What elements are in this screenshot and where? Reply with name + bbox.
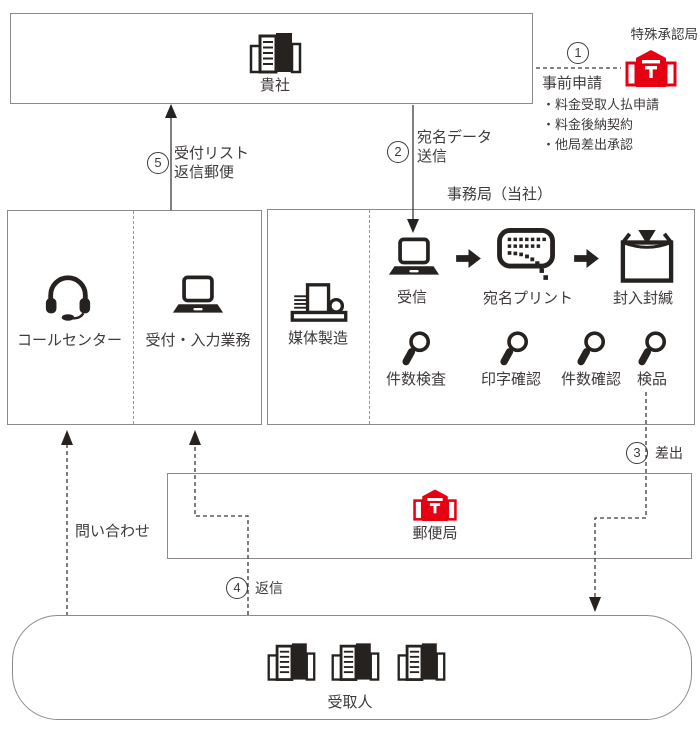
step-5-badge: 5: [147, 152, 169, 174]
post-office-icon: [624, 47, 678, 87]
company-label: 貴社: [259, 77, 290, 94]
reception-label: 受付・入力業務: [145, 332, 251, 349]
bureau-label: 特殊承認局: [630, 27, 699, 42]
flow-arrow-icon: [574, 249, 599, 268]
sealing-label: 封入封緘: [613, 290, 674, 307]
address-print-label: 宛名プリント: [483, 290, 574, 307]
call-center-box: [7, 210, 262, 425]
recipient-building-icon: [395, 639, 447, 683]
magnifier-icon: [636, 330, 668, 368]
recipient-building-icon: [329, 639, 381, 683]
office-divider: [369, 210, 370, 424]
media-production-icon: [290, 281, 348, 323]
magnifier-icon: [575, 330, 607, 368]
return-step-label-line1: 受付リスト: [174, 145, 250, 162]
media-production-label: 媒体製造: [287, 330, 348, 347]
check-label: 件数確認: [561, 371, 622, 388]
recipient-building-icon: [265, 639, 317, 683]
step-4-badge: 4: [226, 577, 248, 599]
receive-label: 受信: [396, 289, 427, 306]
inquiry-label: 問い合わせ: [75, 523, 151, 540]
receive-laptop-icon: [388, 236, 440, 278]
step-1-badge: 1: [567, 42, 589, 64]
reply-label: 返信: [255, 580, 283, 596]
return-step-label-line2: 返信郵便: [174, 164, 235, 181]
approval-bullet: ・他局差出承認: [542, 137, 634, 152]
approval-bullet: ・料金受取人払申請: [542, 97, 660, 112]
address-printer-icon: [497, 228, 557, 282]
laptop-icon: [172, 274, 224, 316]
magnifier-icon: [498, 330, 530, 368]
recipients-label: 受取人: [327, 694, 373, 711]
call-center-label: コールセンター: [16, 332, 122, 349]
check-label: 印字確認: [481, 371, 542, 388]
step-3-badge: 3: [626, 442, 648, 464]
check-label: 検品: [636, 371, 667, 388]
send-step-label-line2: 送信: [417, 148, 448, 165]
call-center-divider: [133, 211, 134, 424]
company-building-icon: [247, 29, 303, 75]
submit-label: 差出: [655, 445, 683, 461]
post-office-icon: [412, 485, 458, 523]
advance-application-title: 事前申請: [542, 75, 603, 92]
send-step-label-line1: 宛名データ: [417, 129, 493, 146]
post-office-label: 郵便局: [412, 525, 458, 542]
approval-bullet: ・料金後納契約: [542, 117, 634, 132]
office-title: 事務局（当社）: [447, 186, 553, 203]
flow-arrow-icon: [456, 249, 481, 268]
check-label: 件数検査: [386, 371, 447, 388]
headset-icon: [43, 272, 93, 322]
magnifier-icon: [400, 330, 432, 368]
step-2-badge: 2: [387, 141, 409, 163]
envelope-icon: [617, 229, 677, 283]
